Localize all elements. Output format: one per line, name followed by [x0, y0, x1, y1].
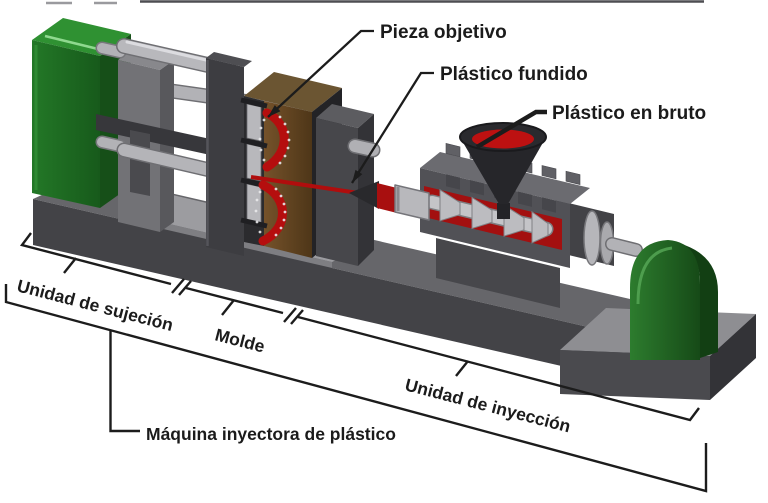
label-pieza-objetivo: Pieza objetivo	[380, 22, 507, 43]
tick-unidad-sujecion	[63, 257, 77, 274]
drive-motor	[630, 240, 718, 360]
reciprocating-screw	[424, 188, 554, 244]
pointer-line-pieza-objetivo	[267, 29, 374, 118]
molten-plastic-runner	[250, 175, 366, 196]
tie-bar-lower	[116, 142, 222, 179]
barrel-support	[436, 238, 560, 308]
label-plastico-en-bruto: Plástico en bruto	[552, 103, 706, 124]
screw-drive-coupling	[556, 200, 643, 266]
stationary-platen	[316, 104, 381, 266]
toggle-cross-bar	[96, 114, 224, 158]
cylinder-stubs	[95, 41, 127, 153]
molded-part-cavities	[258, 108, 289, 246]
pointer-line-plastico-en-bruto	[475, 109, 547, 149]
bracket-break-2	[283, 307, 304, 325]
pointer-line-plastico-fundido	[351, 71, 434, 184]
nozzle-cone	[349, 181, 379, 209]
image-border-artifact	[46, 0, 704, 5]
section-bracket	[19, 232, 700, 422]
raw-plastic-in-hopper	[472, 129, 534, 149]
cavity-vent-dots	[254, 115, 291, 237]
tick-molde	[221, 299, 235, 316]
moving-platen	[206, 52, 252, 256]
nozzle-assembly	[250, 175, 430, 221]
machine-bracket	[4, 284, 708, 493]
arrowhead-plastico-fundido	[352, 169, 363, 183]
label-molde: Molde	[213, 325, 267, 357]
nozzle-melt-collar	[377, 183, 397, 213]
tick-unidad-inyeccion	[455, 360, 469, 377]
barrel-end-cap	[394, 184, 430, 221]
clamping-unit	[32, 18, 238, 232]
label-plastico-fundido: Plástico fundido	[440, 64, 588, 85]
label-maquina-inyectora: Máquina inyectora de plástico	[146, 424, 396, 444]
arrowhead-pieza-objetivo	[268, 105, 281, 117]
label-unidad-de-inyeccion: Unidad de inyección	[403, 375, 573, 437]
bracket-break-1	[171, 278, 192, 296]
machine-label-connector	[109, 330, 140, 433]
mold-cavity-windows	[246, 103, 262, 224]
